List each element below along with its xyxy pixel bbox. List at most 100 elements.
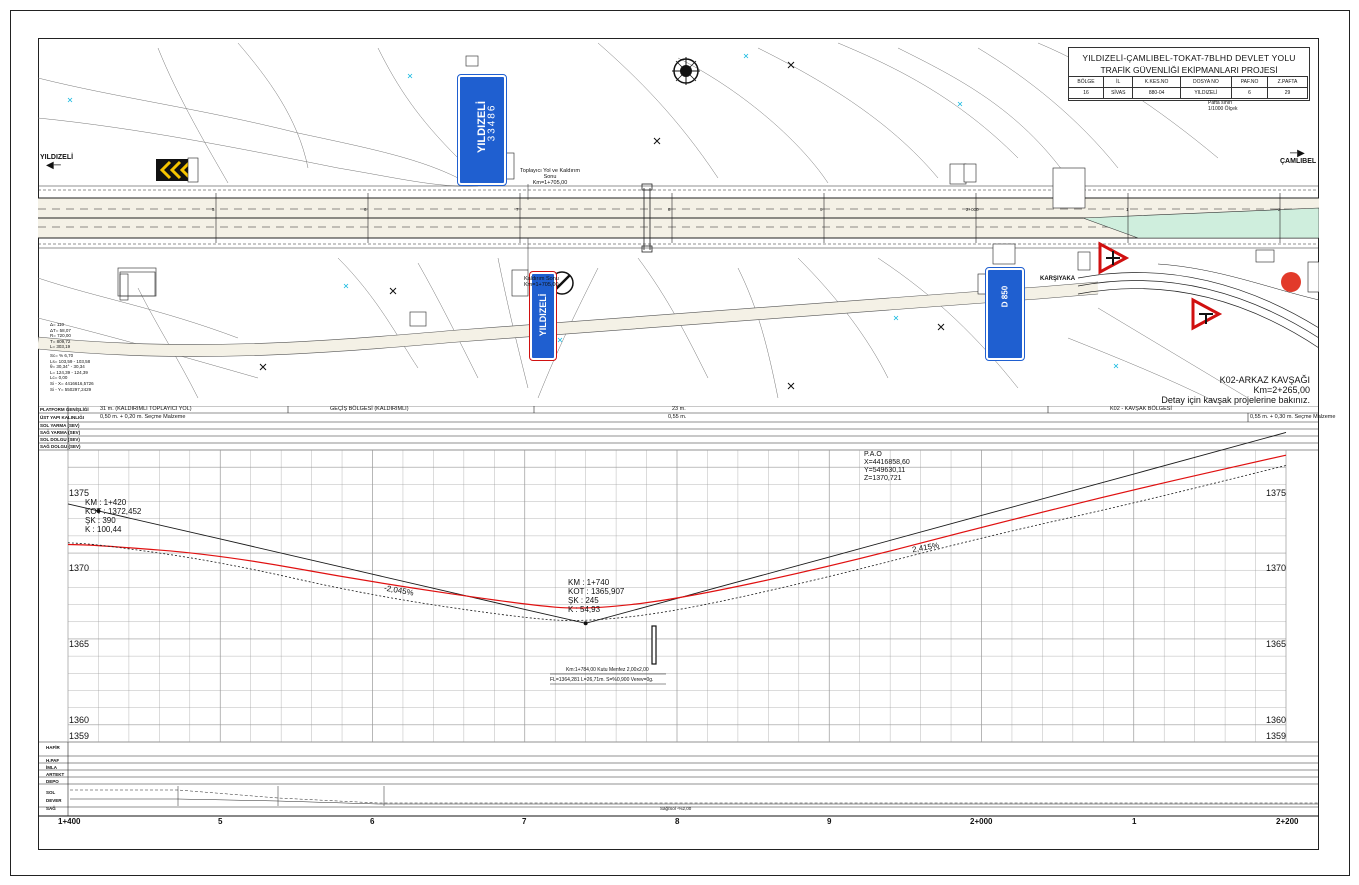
survey-points xyxy=(67,53,1119,369)
sign3-text: D 850 xyxy=(1000,285,1010,308)
note-toplayici-km: Km=1+705,00 xyxy=(532,180,568,186)
station-9: 9 xyxy=(827,817,832,826)
junction-km: Km=2+265,00 xyxy=(1253,385,1310,395)
bottom-band-hafir: HAFİR xyxy=(46,745,60,750)
tb-header: BÖLGE xyxy=(1068,76,1104,88)
elev-right-1370: 1370 xyxy=(1266,563,1287,573)
band-header-sol-dolgu: SOL DOLGU (SEV) xyxy=(40,437,80,442)
curve-param: θ= 30,34° - 30,34 xyxy=(50,364,85,370)
curve-param: Lc= 0,00 xyxy=(50,375,68,381)
pvi-point-2 xyxy=(583,621,588,626)
tb-header: İL xyxy=(1102,76,1134,88)
drawing-sheet xyxy=(10,10,1350,876)
material-right: 0,55 m. + 0,30 m. Seçme Malzeme xyxy=(1250,414,1336,420)
note-kaldirim-text: Kaldırım Sonu xyxy=(524,276,559,282)
tb-value: YILDIZELİ xyxy=(1179,87,1233,99)
plan-view xyxy=(38,42,1319,404)
segment-23m: 23 m. xyxy=(672,406,686,412)
tb-value: 29 xyxy=(1266,87,1309,99)
band-header-sag-dolgu: SAĞ DOLGU (SEV) xyxy=(40,444,81,449)
tb-value: SİVAS xyxy=(1102,87,1134,99)
bottom-band-imla: İMLA xyxy=(46,765,57,770)
direction-karsiyaka: KARŞIYAKA xyxy=(1040,276,1076,282)
pvi-2-k: K : 54,93 xyxy=(568,605,601,614)
culvert-note-2: FL=1364,281 L=26,71m. S=%0,900 Verev=0g. xyxy=(550,677,654,683)
pvi-point-1 xyxy=(96,508,101,513)
elev-left-1360: 1360 xyxy=(69,715,90,725)
tb-header: PAF.NO xyxy=(1231,76,1268,88)
note-kaldirim-km: Km=1+705,00 xyxy=(524,282,559,288)
arrow-left-icon: ◀─ xyxy=(46,160,61,171)
plan-km-7: 7 xyxy=(516,207,519,212)
bottom-band-sag: SAĞ xyxy=(46,806,56,811)
elev-left-1365: 1365 xyxy=(69,639,90,649)
elev-left-1370: 1370 xyxy=(69,563,90,573)
segment-toplayici: 31 m. (KALDIRIMLI TOPLAYICI YOL) xyxy=(100,406,192,412)
title-block-table: BÖLGE İL K.KES.NO DOSYA NO PAF.NO Z.PAFT… xyxy=(1068,76,1309,99)
note-kaldirim: Kaldırım Sonu Km=1+705,00 xyxy=(524,276,559,288)
junction-title: K02-ARKAZ KAVŞAĞI xyxy=(1219,375,1310,385)
dever-note: Sağ/Sol -%2,00 xyxy=(660,806,692,811)
bottom-band-dever: DEVER xyxy=(46,798,62,803)
elev-right-1360: 1360 xyxy=(1266,715,1287,725)
small-sign-boxes xyxy=(119,152,1319,301)
material-mid: 0,55 m. xyxy=(668,414,687,420)
curve-param: T= 809,72 xyxy=(50,338,71,344)
material-left: 0,50 m. + 0,20 m. Seçme Malzeme xyxy=(100,414,186,420)
plan-km-2: 2 xyxy=(1278,207,1281,212)
note-toplayici-text: Toplayıcı Yol ve Kaldırım Sonu xyxy=(520,168,580,180)
culvert-leader xyxy=(550,673,666,685)
culvert-structure xyxy=(641,183,653,253)
tb-header: K.KES.NO xyxy=(1132,76,1181,88)
direction-right: ÇAMLIBEL xyxy=(1280,158,1317,165)
elev-left-1375: 1375 xyxy=(69,488,90,498)
junction-detail-note: Detay için kavşak projelerine bakınız. xyxy=(1161,395,1310,405)
station-ticks xyxy=(215,193,1281,243)
pao-z: Z=1370,721 xyxy=(864,475,902,482)
band-header-ustyapi: ÜST YAPI KALINLIĞI xyxy=(40,415,85,420)
pvi-2-kot: KOT : 1365,907 xyxy=(568,587,625,596)
buildings xyxy=(117,55,479,327)
direction-sign-yildizeli: YILDIZELİ xyxy=(529,271,557,361)
bottom-band-hpaf: H.PAF xyxy=(46,758,60,763)
curve-param: L= 124,39 - 124,39 xyxy=(50,369,88,375)
curve-param: L= 303,19 xyxy=(50,344,71,350)
curve-parameters: Δ= 110 ΔT= 58,07 R= 720,00 T= 809,72 L= … xyxy=(50,322,120,392)
elev-right-1375: 1375 xyxy=(1266,488,1287,498)
plan-km-8: 8 xyxy=(668,207,671,212)
arrow-right-icon: ─▶ xyxy=(1290,148,1305,159)
station-2000: 2+000 xyxy=(970,817,993,826)
tb-value: 16 xyxy=(1068,87,1104,99)
profile-grid xyxy=(67,449,1287,743)
band-header-platform: PLATFORM GENİŞLİĞİ xyxy=(40,407,89,412)
title-line-2: TRAFİK GÜVENLİĞİ EKİPMANLARI PROJESİ xyxy=(1100,65,1278,75)
chevron-sign xyxy=(156,159,192,181)
station-7: 7 xyxy=(522,817,527,826)
pvi-1-label: KM : 1+420 KOT : 1372,452 ŞK : 390 K : 1… xyxy=(85,498,141,534)
legend-row-2: 1/1000 Ölçek xyxy=(1208,106,1238,112)
elev-right-1365: 1365 xyxy=(1266,639,1287,649)
bottom-band-artekt: ARTEKT xyxy=(46,772,65,777)
pvi-1-sk: ŞK : 390 xyxy=(85,516,116,525)
band-header-sol-yarma: SOL YARMA (SEV) xyxy=(40,423,80,428)
dever-diagram xyxy=(70,786,1319,806)
elev-right-1359: 1359 xyxy=(1266,731,1287,741)
design-grade-line xyxy=(67,454,1287,609)
culvert-note-1: Km:1+784,00 Kutu Menfez 2,00x2,00 xyxy=(566,667,649,673)
direction-left: YILDIZELİ xyxy=(40,154,74,161)
bottom-band-sol: SOL xyxy=(46,790,56,795)
pvi-2-label: KM : 1+740 KOT : 1365,907 ŞK : 245 K : 5… xyxy=(568,578,624,614)
tb-header: Z.PAFTA xyxy=(1266,76,1309,88)
curve-param: ΔT= 58,07 xyxy=(50,327,71,333)
station-8: 8 xyxy=(675,817,680,826)
elev-left-1359: 1359 xyxy=(69,731,90,741)
contour-lines xyxy=(38,42,1249,404)
legend: Pafta sınırı 1/1000 Ölçek xyxy=(1208,100,1308,124)
pvi-1-kot: KOT : 1372,452 xyxy=(85,507,142,516)
curve-param: Si - Y= 550297,2429 xyxy=(50,386,92,392)
plan-km-5: 5 xyxy=(212,207,215,212)
junction-island xyxy=(1082,207,1319,239)
plan-km-1: 1 xyxy=(1126,207,1129,212)
longitudinal-profile xyxy=(38,406,1319,817)
junction-warning-sign-2 xyxy=(1191,297,1223,331)
